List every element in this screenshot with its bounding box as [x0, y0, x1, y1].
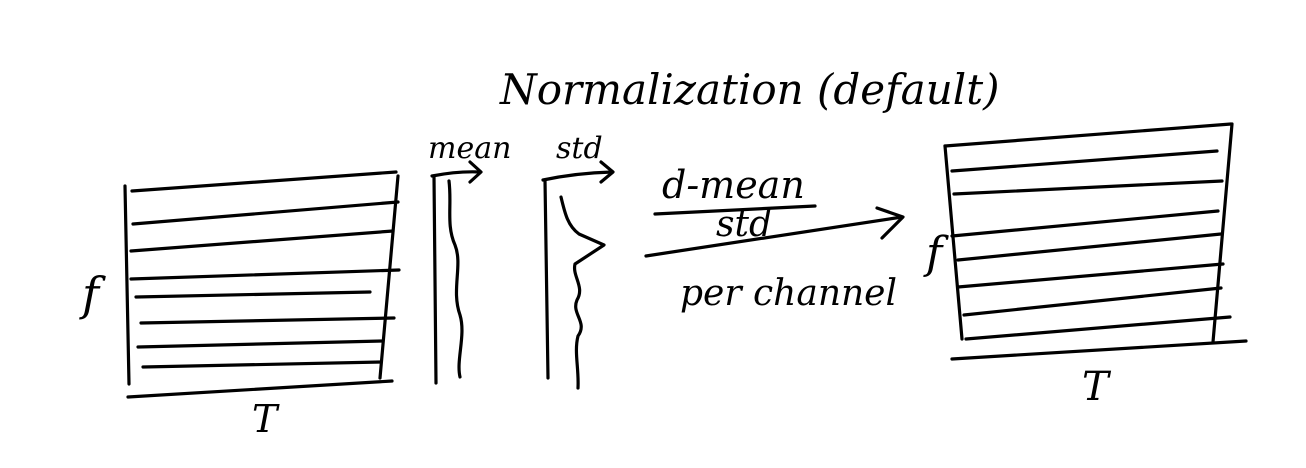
output-matrix: [943, 122, 1248, 361]
mean-vector-arrowhead: [468, 160, 483, 184]
output-matrix-right-border: [1211, 122, 1234, 344]
input-matrix-col-label: T: [252, 397, 280, 441]
output-matrix-rows: [950, 149, 1232, 341]
std-vector-label: std: [556, 131, 603, 166]
output-matrix-col-label: T: [1082, 364, 1112, 410]
input-matrix: [123, 170, 401, 399]
std-vector-left-edge: [543, 178, 550, 380]
mean-vector-left-edge: [432, 174, 438, 385]
input-matrix-right-border: [378, 174, 400, 380]
std-vector-arrowhead: [599, 160, 615, 184]
input-matrix-left-border: [123, 184, 131, 386]
diagram-title: Normalization (default): [499, 65, 999, 114]
output-matrix-left-border: [943, 144, 964, 341]
operation-numerator: d-mean: [662, 163, 805, 207]
mean-vector-top-arrow: [430, 170, 482, 178]
operation-caption: per channel: [680, 273, 897, 314]
input-matrix-bottom-border: [126, 379, 394, 399]
std-vector: [541, 160, 615, 390]
mean-vector-curve: [447, 179, 464, 379]
mean-vector: [430, 160, 483, 385]
mean-vector-label: mean: [428, 131, 511, 166]
input-matrix-rows: [129, 170, 401, 369]
output-matrix-row-label: f: [923, 228, 949, 279]
transform-arrowhead: [875, 206, 905, 240]
std-vector-curve: [559, 195, 606, 390]
std-vector-top-arrow: [541, 170, 614, 182]
input-matrix-row-label: f: [79, 267, 106, 321]
output-matrix-bottom-border: [950, 339, 1248, 361]
transform-arrow: [644, 215, 904, 258]
output-matrix-top-border: [943, 122, 1233, 148]
fraction-bar: [653, 204, 817, 216]
